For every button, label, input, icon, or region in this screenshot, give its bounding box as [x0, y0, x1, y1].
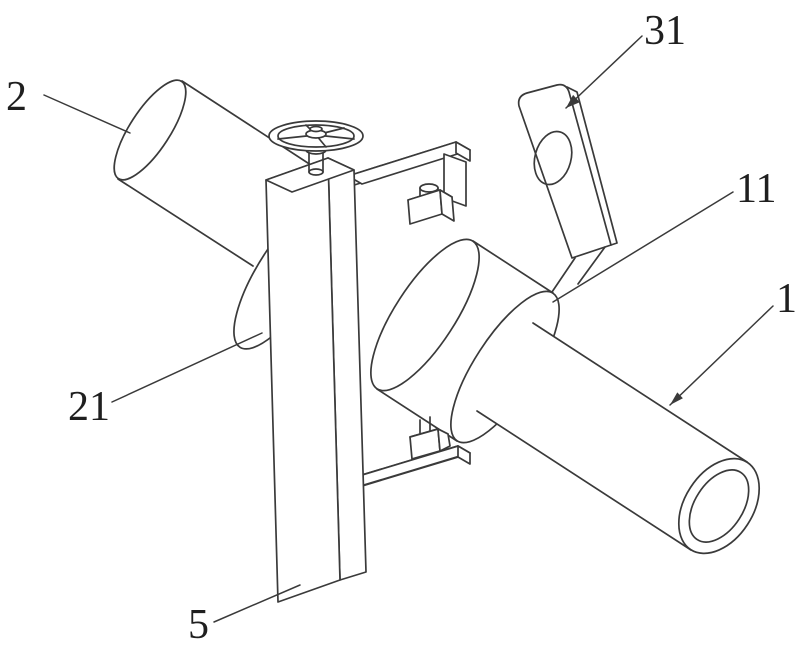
leader-line-31	[565, 35, 643, 109]
bracket-31	[517, 83, 618, 293]
vertical-bar-5	[265, 157, 367, 603]
leader-line-1	[669, 305, 774, 406]
clamp-nut	[407, 183, 455, 225]
bracket-hole	[533, 130, 573, 186]
ref-label-2: 2	[6, 74, 27, 120]
leader-line-21	[111, 332, 263, 403]
ref-label-21: 21	[68, 384, 110, 430]
ref-label-5: 5	[188, 602, 209, 647]
ref-label-1: 1	[776, 276, 797, 322]
body-left-rim	[370, 238, 480, 392]
top-rail	[347, 141, 471, 188]
pipe-2-end-cap	[113, 79, 187, 181]
leader-arrow-31	[566, 94, 580, 108]
leader-line-5	[213, 584, 301, 623]
wheel-hub-cap	[309, 125, 323, 133]
pipe-1	[476, 322, 761, 555]
pipe-2	[113, 79, 315, 267]
handwheel	[268, 120, 364, 176]
pipe-1-bore	[688, 469, 750, 543]
ref-label-31: 31	[644, 8, 686, 54]
ref-label-11: 11	[736, 166, 776, 212]
wheel-rim-inner	[277, 124, 355, 148]
leader-arrow-1	[670, 392, 683, 405]
pipe-1-open-end	[677, 457, 761, 555]
lower-rail	[351, 445, 471, 490]
leader-lines	[43, 35, 774, 623]
ref-labels: 2 21 5 31 11 1	[6, 8, 797, 647]
leader-line-2	[43, 94, 131, 134]
leader-line-11	[552, 191, 734, 303]
bolt-stub	[419, 183, 439, 193]
wheel-stem-base	[308, 168, 324, 176]
hanger-plate	[443, 153, 467, 207]
